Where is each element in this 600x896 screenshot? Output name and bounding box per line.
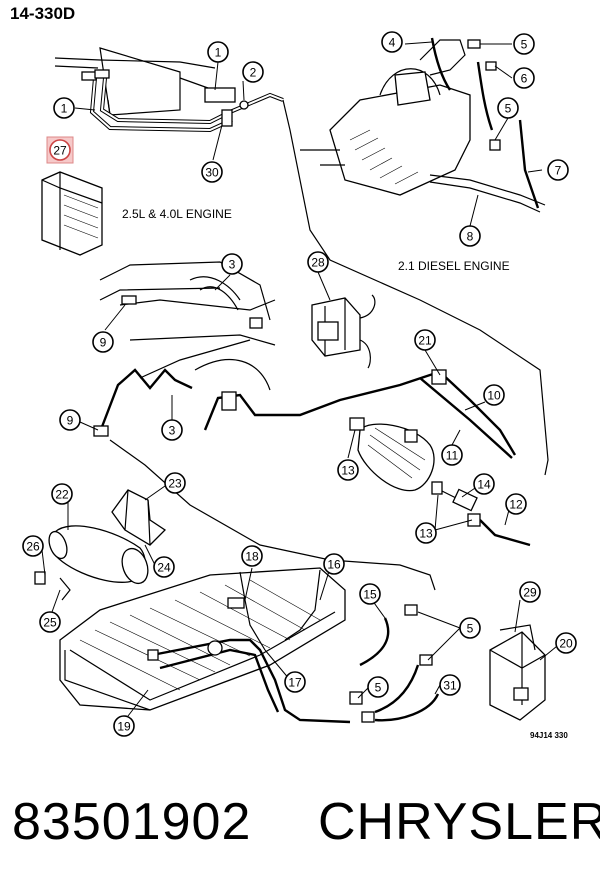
fuel-tank [59, 567, 351, 724]
callout-23: 23 [164, 472, 186, 494]
diesel-engine [300, 37, 546, 213]
page-code: 14-330D [10, 4, 76, 23]
callout-15: 15 [359, 583, 381, 605]
callout-30: 30 [201, 161, 223, 183]
callout-12: 12 [505, 493, 527, 515]
callout-number: 7 [555, 164, 562, 178]
callout-19: 19 [113, 715, 135, 737]
callout-10: 10 [483, 384, 505, 406]
part-number: 83501902 [12, 793, 252, 851]
callout-number: 19 [117, 720, 131, 734]
callout-5: 5 [459, 617, 481, 639]
callout-22: 22 [51, 483, 73, 505]
leader-lines [41, 41, 563, 717]
callout-number: 9 [100, 336, 107, 350]
callout-number: 12 [509, 498, 523, 512]
callout-number: 2 [250, 66, 257, 80]
gas-engine-label: 2.5L & 4.0L ENGINE [122, 207, 232, 221]
fuel-line-diagram: 2.5L & 4.0L ENGINE 2.1 DIESEL ENGINE [22, 31, 577, 740]
frame-and-lines [93, 261, 517, 591]
callout-number: 20 [559, 637, 573, 651]
callout-number: 11 [446, 449, 459, 463]
callout-27: 27 [46, 136, 74, 164]
callout-9: 9 [92, 331, 114, 353]
callout-number: 27 [53, 144, 67, 158]
module-28 [311, 294, 376, 369]
callout-number: 3 [169, 424, 176, 438]
callout-number: 6 [521, 72, 528, 86]
callout-number: 16 [327, 558, 341, 572]
callout-number: 21 [418, 334, 432, 348]
callout-1: 1 [53, 97, 75, 119]
callout-6: 6 [513, 67, 535, 89]
callout-number: 1 [61, 102, 68, 116]
callout-13: 13 [415, 522, 437, 544]
hoses-and-clamps [349, 604, 440, 723]
callout-number: 4 [389, 36, 396, 50]
callout-28: 28 [307, 251, 329, 273]
callout-number: 1 [215, 46, 222, 60]
callout-number: 5 [505, 102, 512, 116]
callout-18: 18 [241, 545, 263, 567]
callout-number: 23 [168, 477, 182, 491]
callout-9: 9 [59, 409, 81, 431]
fuel-filter-27 [41, 171, 103, 256]
brand-name: CHRYSLER [318, 793, 600, 851]
callout-2: 2 [242, 61, 264, 83]
callout-20: 20 [555, 632, 577, 654]
callout-number: 14 [477, 478, 491, 492]
callout-number: 29 [523, 586, 537, 600]
callout-14: 14 [473, 473, 495, 495]
callout-number: 13 [419, 527, 433, 541]
bracket-23 [111, 489, 167, 546]
diesel-engine-label: 2.1 DIESEL ENGINE [398, 259, 510, 273]
figure-code: 94J14 330 [530, 731, 568, 740]
callout-number: 17 [288, 676, 302, 690]
callout-21: 21 [414, 329, 436, 351]
callout-26: 26 [22, 535, 44, 557]
vapor-canister [349, 417, 531, 547]
callout-number: 9 [67, 414, 74, 428]
callout-number: 5 [467, 622, 474, 636]
callout-number: 25 [43, 616, 57, 630]
callout-13: 13 [337, 459, 359, 481]
callout-number: 5 [521, 38, 528, 52]
callout-31: 31 [439, 674, 461, 696]
callout-24: 24 [153, 556, 175, 578]
callout-5: 5 [513, 33, 535, 55]
callout-number: 24 [157, 561, 171, 575]
callout-number: 5 [375, 681, 382, 695]
footer: 83501902 CHRYSLER [0, 782, 600, 882]
callout-number: 8 [467, 230, 474, 244]
gas-engine-fuel-lines [54, 47, 284, 133]
fuel-pump-22 [34, 525, 149, 601]
callout-5: 5 [367, 676, 389, 698]
callout-29: 29 [519, 581, 541, 603]
callout-7: 7 [547, 159, 569, 181]
callout-number: 28 [311, 256, 325, 270]
callout-number: 30 [205, 166, 219, 180]
callout-number: 15 [363, 588, 377, 602]
callout-16: 16 [323, 553, 345, 575]
callout-4: 4 [381, 31, 403, 53]
callout-17: 17 [284, 671, 306, 693]
callout-number: 10 [487, 389, 501, 403]
callout-number: 3 [229, 258, 236, 272]
callout-25: 25 [39, 611, 61, 633]
callout-number: 31 [443, 679, 457, 693]
callout-8: 8 [459, 225, 481, 247]
callout-5: 5 [497, 97, 519, 119]
callout-number: 13 [341, 464, 355, 478]
bracket-29-20 [489, 624, 546, 721]
callout-3: 3 [161, 419, 183, 441]
callout-11: 11 [441, 444, 463, 466]
callout-3: 3 [221, 253, 243, 275]
callout-number: 22 [55, 488, 69, 502]
callout-1: 1 [207, 41, 229, 63]
callout-number: 18 [245, 550, 259, 564]
callout-number: 26 [26, 540, 40, 554]
